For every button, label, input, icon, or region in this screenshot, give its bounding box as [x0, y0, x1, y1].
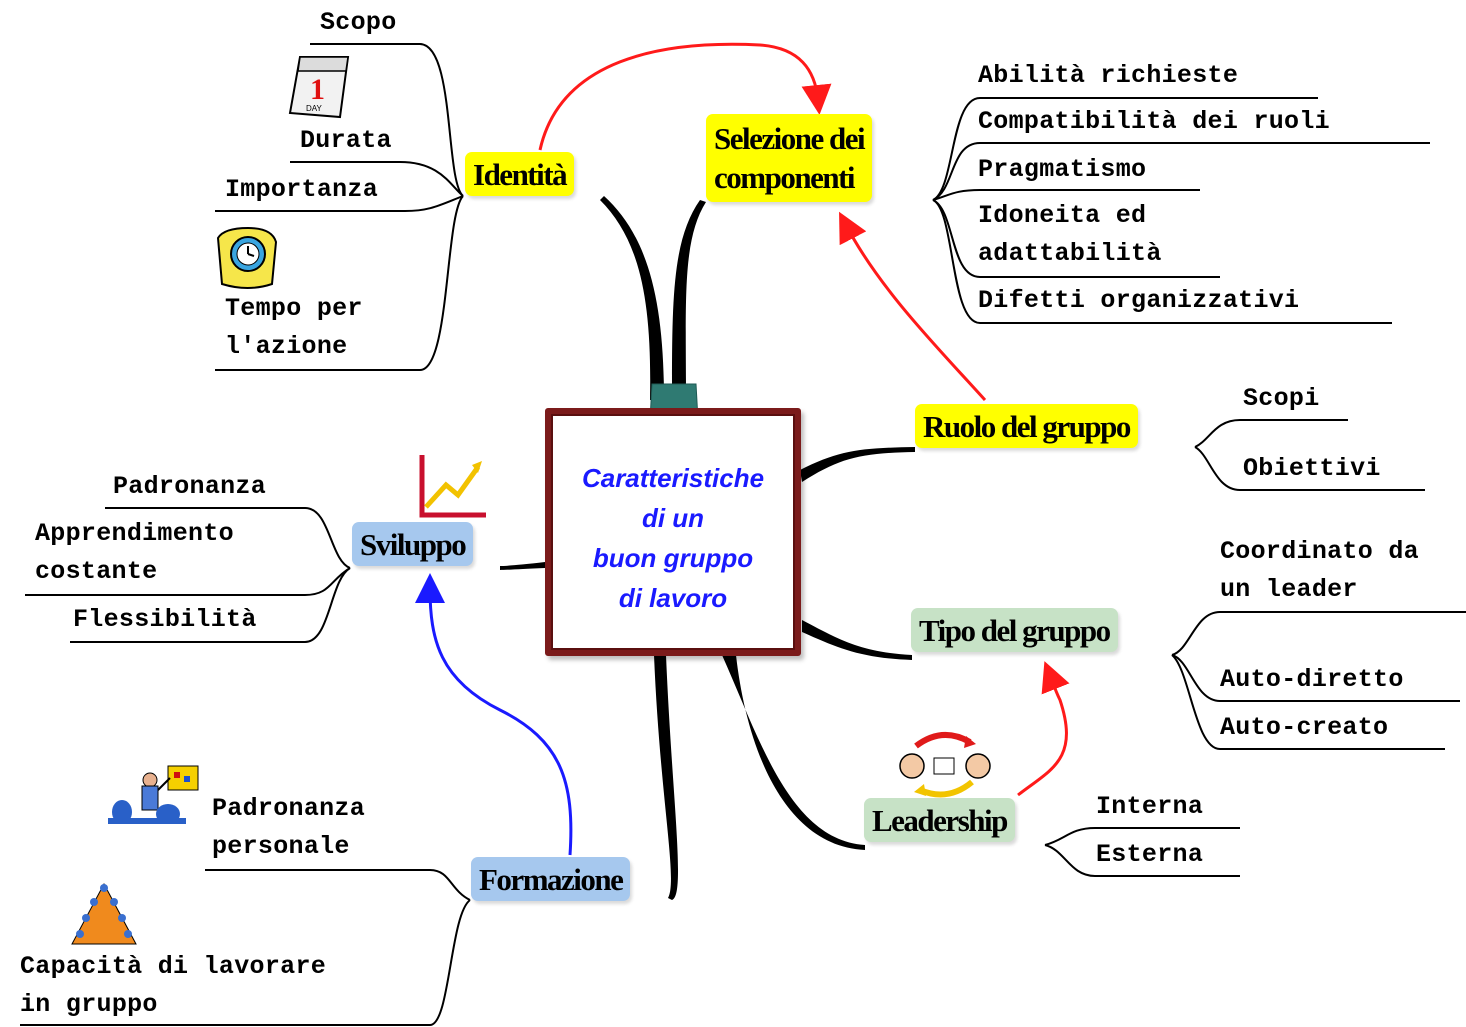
leaf-capacita-lavorare-gruppo: Capacità di lavorare in gruppo: [20, 952, 327, 1019]
main-branches: [500, 196, 915, 900]
meeting-table-icon: [71, 882, 137, 945]
leaf-apprendimento-costante: Apprendimento costante: [35, 519, 234, 586]
calendar-icon: 1 DAY: [288, 56, 350, 119]
leaf-difetti-organizzativi: Difetti organizzativi: [978, 286, 1300, 315]
node-leadership[interactable]: Leadership: [864, 798, 1015, 843]
branch-formazione: [654, 655, 679, 900]
leaf-pragmatismo: Pragmatismo: [978, 155, 1147, 184]
alarm-clock-icon: [216, 226, 278, 289]
leaf-abilita-richieste: Abilità richieste: [978, 61, 1239, 90]
leaf-importanza: Importanza: [225, 175, 379, 204]
node-formazione[interactable]: Formazione: [471, 857, 631, 902]
svg-text:DAY: DAY: [306, 104, 323, 113]
leaf-padronanza: Padronanza: [113, 472, 267, 501]
node-selezione-componenti[interactable]: Selezione dei componenti: [706, 114, 873, 202]
node-tipo-gruppo[interactable]: Tipo del gruppo: [911, 608, 1118, 653]
node-identita[interactable]: Identità: [465, 152, 575, 197]
arrow-identita-to-selezione: [538, 42, 832, 151]
branch-identita: [600, 196, 664, 400]
svg-text:1: 1: [310, 73, 325, 106]
branch-sviluppo: [500, 562, 545, 570]
leaf-auto-creato: Auto-creato: [1220, 713, 1389, 742]
leaf-auto-diretto: Auto-diretto: [1220, 665, 1404, 694]
node-ruolo-gruppo[interactable]: Ruolo del gruppo: [915, 404, 1138, 449]
leaf-padronanza-personale: Padronanza personale: [212, 794, 366, 861]
node-sviluppo[interactable]: Sviluppo: [352, 522, 474, 567]
branch-leadership: [722, 655, 865, 850]
arrow-formazione-to-sviluppo: [415, 573, 573, 856]
center-topic-box: Caratteristiche di un buon gruppo di lav…: [545, 408, 801, 656]
leaf-scopo: Scopo: [320, 8, 397, 37]
leaf-scopi: Scopi: [1243, 384, 1320, 413]
leaf-obiettivi: Obiettivi: [1243, 454, 1381, 483]
arrow-leadership-to-tipo: [1017, 661, 1070, 797]
leaf-flessibilita: Flessibilità: [73, 605, 257, 634]
leaf-tempo-azione: Tempo per l'azione: [225, 294, 363, 361]
discussion-cycle-icon: [899, 732, 991, 798]
leaf-idoneita-adattabilita: Idoneita ed adattabilità: [978, 201, 1162, 268]
leaf-esterna: Esterna: [1096, 840, 1204, 869]
leaf-interna: Interna: [1096, 792, 1204, 821]
leaf-connectors: [20, 43, 1466, 1026]
arrow-ruolo-to-selezione: [839, 211, 987, 402]
center-topic-title: Caratteristiche di un buon gruppo di lav…: [581, 463, 765, 613]
branch-tipo: [802, 620, 912, 660]
leaf-compatibilita-ruoli: Compatibilità dei ruoli: [978, 107, 1330, 136]
presenter-icon: [108, 765, 199, 824]
growth-chart-icon: [419, 455, 486, 518]
branch-ruolo: [800, 447, 915, 482]
branch-selezione: [672, 200, 706, 400]
leaf-durata: Durata: [300, 126, 392, 155]
leaf-coordinato-leader: Coordinato da un leader: [1220, 537, 1419, 604]
